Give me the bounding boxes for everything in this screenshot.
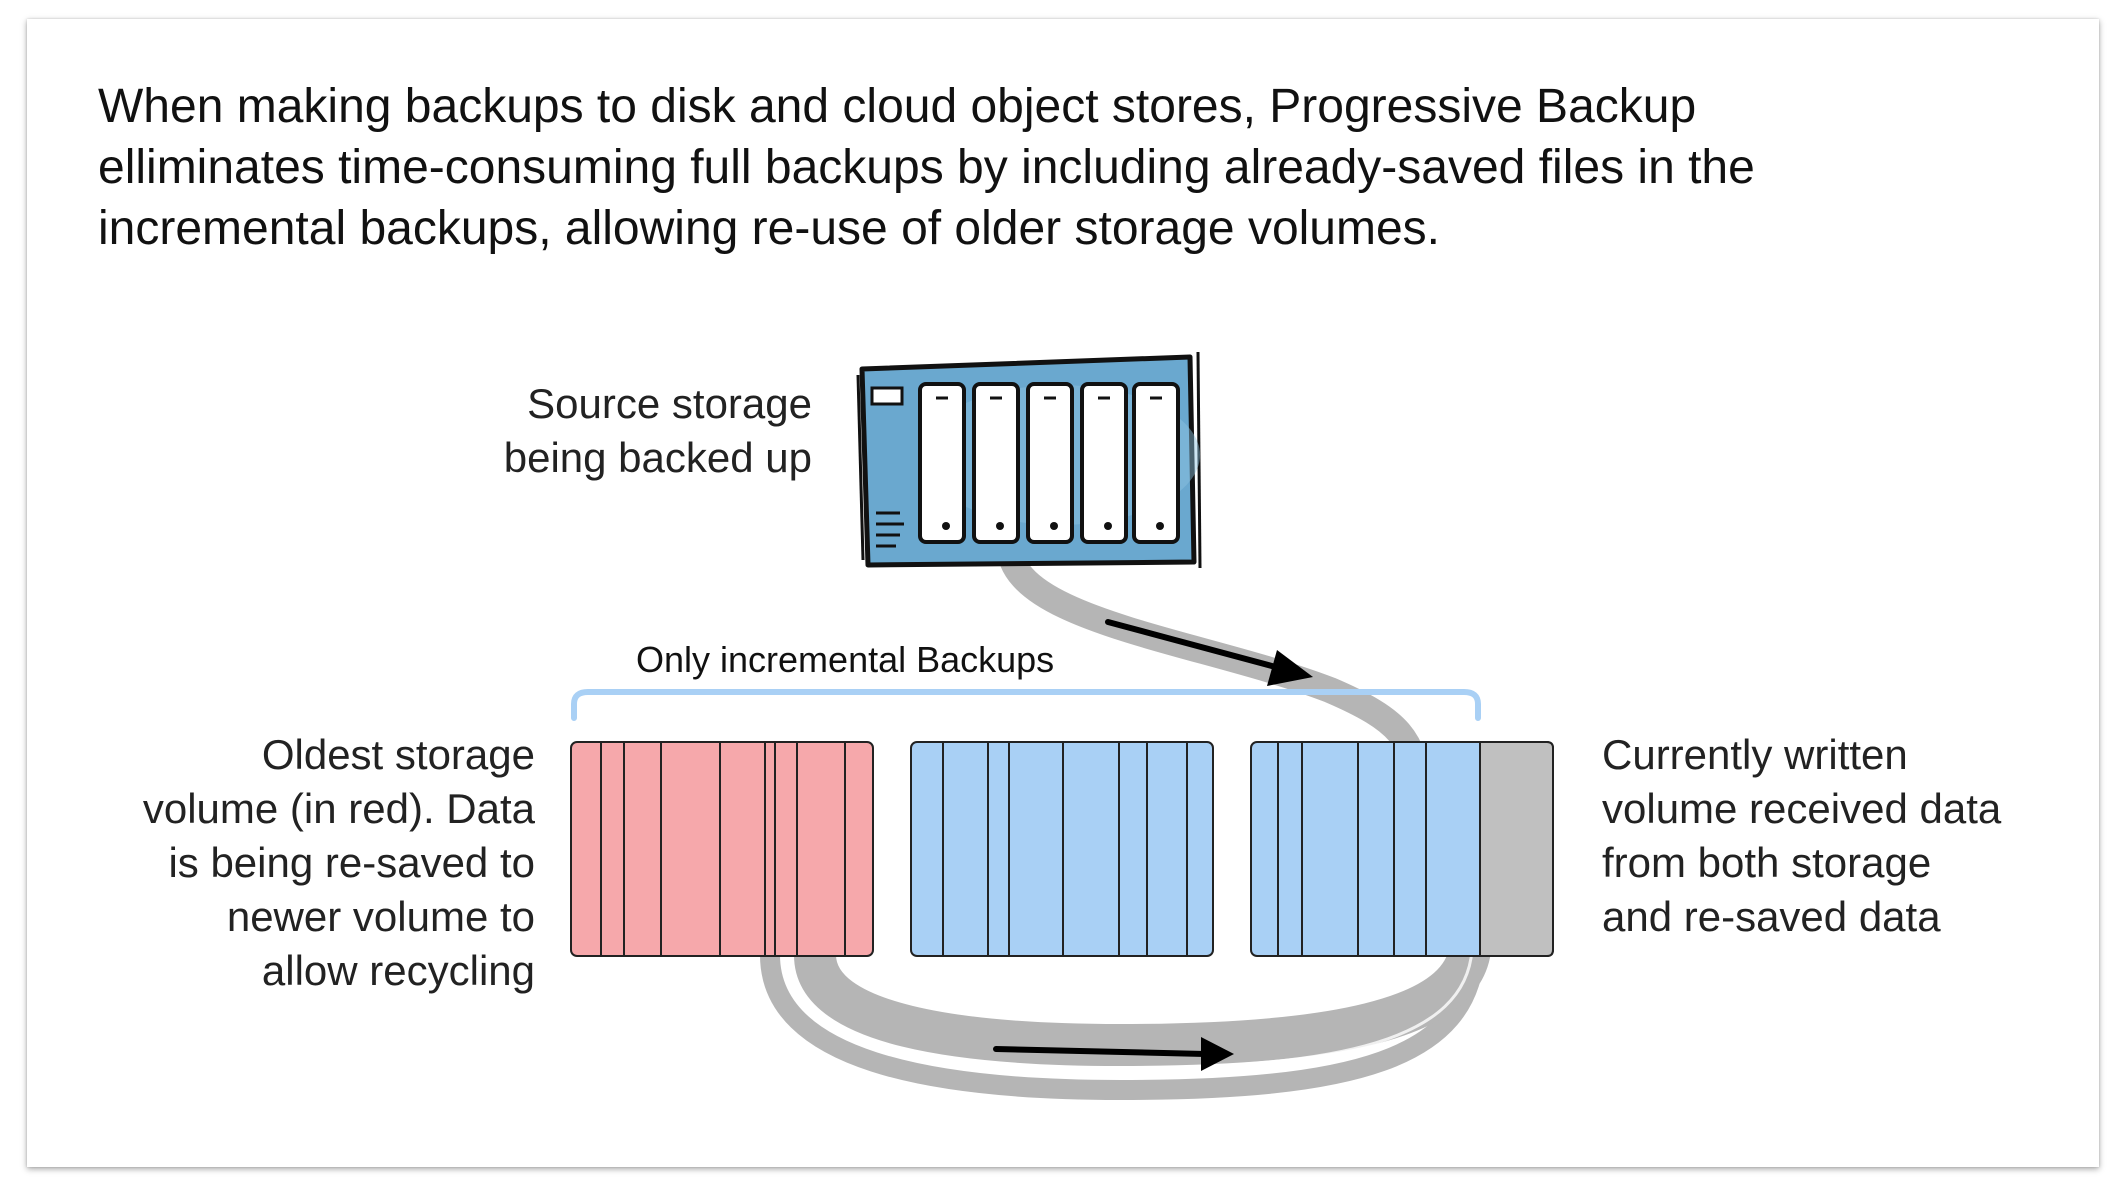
headline-line-1: When making backups to disk and cloud ob… [98, 80, 1697, 133]
headline: When making backups to disk and cloud ob… [98, 76, 1998, 259]
storage-flow-arrow [1105, 619, 1313, 686]
drive-bay-5 [1132, 382, 1180, 544]
storage-flow-band [996, 527, 1431, 803]
drive-bay-1 [918, 382, 966, 544]
oldest-volume-label-line-1: Oldest storage [261, 731, 535, 778]
incremental-bracket [571, 689, 1481, 721]
source-storage-label-line-2: being backed up [503, 434, 812, 481]
middle-volume [910, 741, 1214, 957]
current-volume [1250, 741, 1554, 957]
recycle-flow-band-outer [760, 949, 1485, 1101]
current-volume-label: Currently written volume received data f… [1602, 728, 2082, 944]
oldest-volume-label-line-2: volume (in red). Data [142, 785, 535, 832]
drive-bay-2 [972, 382, 1020, 544]
server-rack-icon [856, 351, 1202, 569]
source-storage-label: Source storage being backed up [440, 377, 812, 485]
current-volume-label-line-1: Currently written [1602, 731, 1908, 778]
oldest-volume-label: Oldest storage volume (in red). Data is … [80, 728, 535, 998]
source-storage-label-line-1: Source storage [527, 380, 812, 427]
recycle-flow-band-edge [790, 949, 1474, 1070]
oldest-volume-label-line-4: newer volume to [226, 893, 535, 940]
oldest-volume-label-line-3: is being re-saved to [168, 839, 535, 886]
oldest-volume [570, 741, 874, 957]
recycle-flow-band-inner [794, 945, 1491, 1067]
recycle-flow-arrow [993, 1037, 1234, 1071]
headline-line-3: incremental backups, allowing re-use of … [98, 202, 1441, 255]
drive-bay-3 [1026, 382, 1074, 544]
current-volume-label-line-3: from both storage [1602, 839, 1932, 886]
headline-line-2: elliminates time-consuming full backups … [98, 141, 1755, 194]
current-volume-label-line-2: volume received data [1602, 785, 2002, 832]
oldest-volume-label-line-5: allow recycling [261, 947, 535, 994]
current-volume-label-line-4: and re-saved data [1602, 893, 1941, 940]
drive-bay-4 [1080, 382, 1128, 544]
incremental-backups-label: Only incremental Backups [636, 639, 1055, 680]
